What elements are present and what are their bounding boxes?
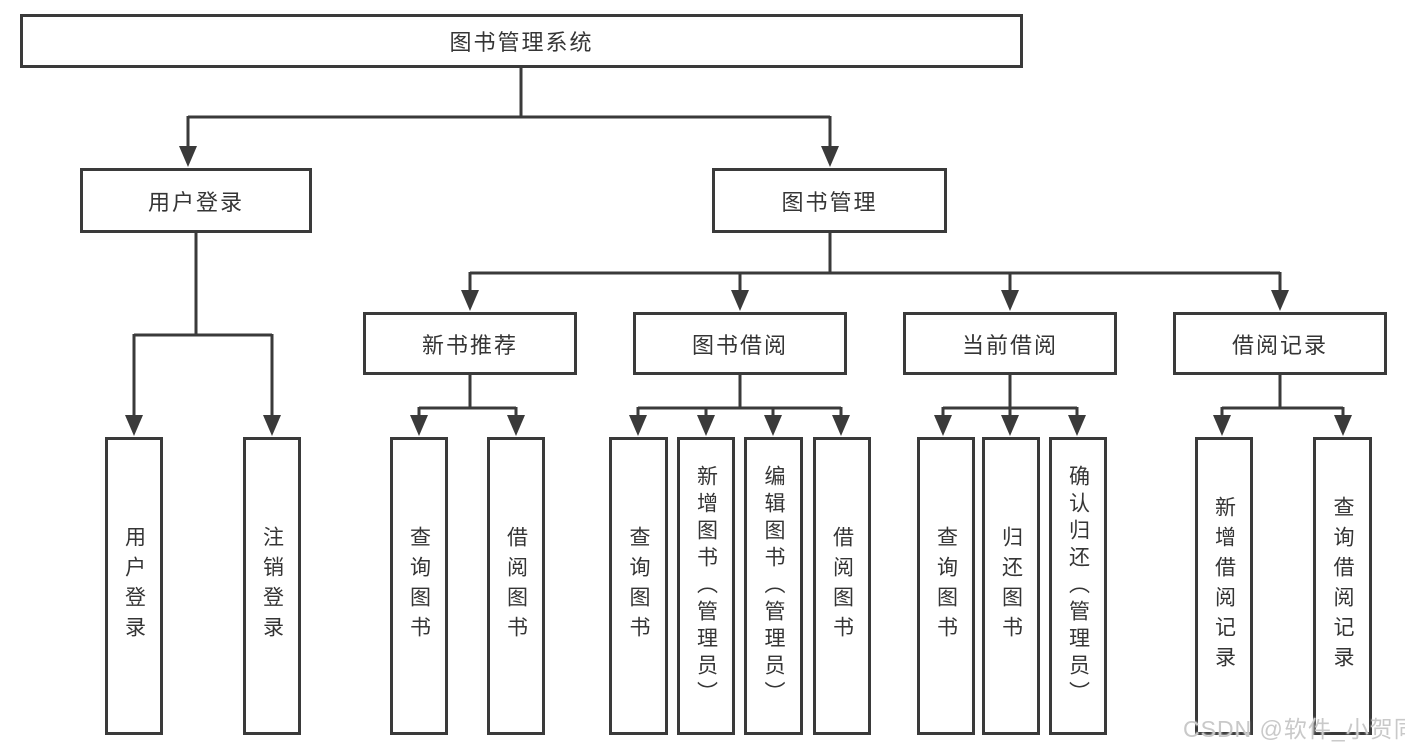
leaf-current-confirm-return-admin: 确认归还（管理员） <box>1049 437 1107 735</box>
node-new-book-recommend: 新书推荐 <box>363 312 577 375</box>
leaf-logout: 注销登录 <box>243 437 301 735</box>
leaf-borrow-edit-book-admin: 编辑图书（管理员） <box>744 437 803 735</box>
leaf-borrow-add-book-admin: 新增图书（管理员） <box>677 437 735 735</box>
leaf-user-login: 用户登录 <box>105 437 163 735</box>
node-root-system: 图书管理系统 <box>20 14 1023 68</box>
leaf-recommend-borrow-book: 借阅图书 <box>487 437 545 735</box>
leaf-records-query-record: 查询借阅记录 <box>1313 437 1372 735</box>
node-book-borrow: 图书借阅 <box>633 312 847 375</box>
leaf-borrow-borrow-book: 借阅图书 <box>813 437 871 735</box>
watermark: CSDN @软件_小贺同学 <box>1183 716 1405 742</box>
node-user-login: 用户登录 <box>80 168 312 233</box>
node-current-borrow: 当前借阅 <box>903 312 1117 375</box>
leaf-records-add-record: 新增借阅记录 <box>1195 437 1253 735</box>
leaf-current-return-book: 归还图书 <box>982 437 1040 735</box>
leaf-recommend-query-book: 查询图书 <box>390 437 448 735</box>
node-book-manage: 图书管理 <box>712 168 947 233</box>
leaf-current-query-book: 查询图书 <box>917 437 975 735</box>
node-borrow-records: 借阅记录 <box>1173 312 1387 375</box>
leaf-borrow-query-book: 查询图书 <box>609 437 668 735</box>
